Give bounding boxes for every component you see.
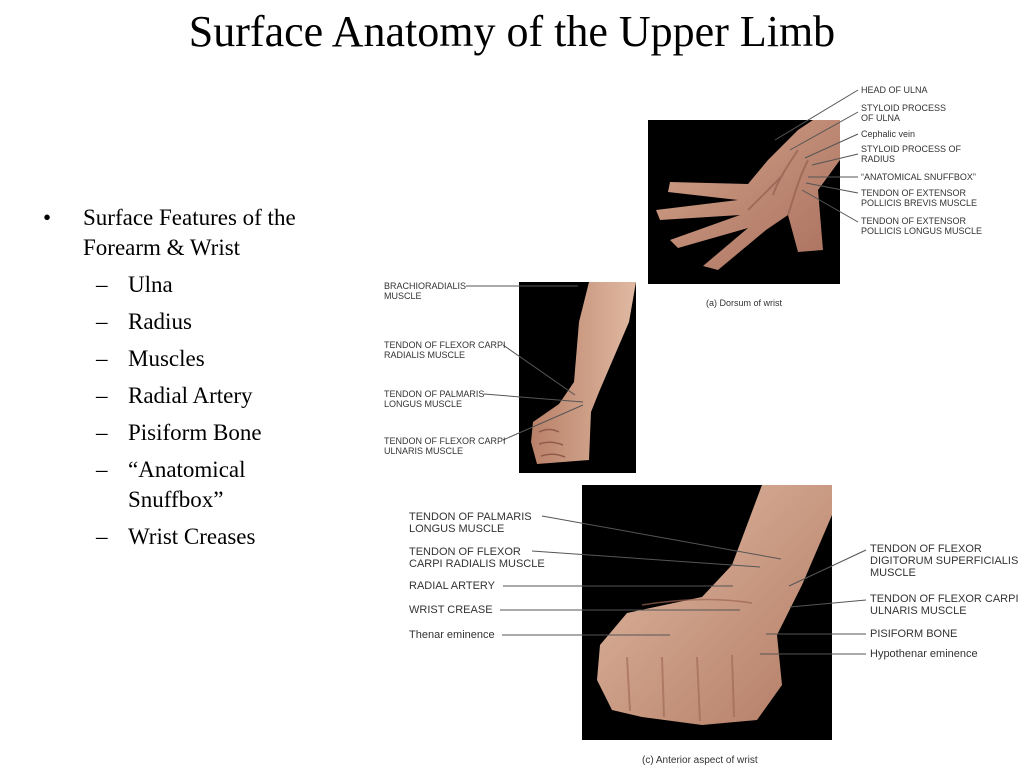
anterior-wrist-photo [582,485,832,740]
bullet-list: Surface Features of the Forearm & Wrist … [40,203,340,552]
bullet-sub-text: “Anatomical Snuffbox” [128,457,246,512]
label-styloid-process-radius: STYLOID PROCESS OF RADIUS [861,144,962,164]
label-thenar-eminence: Thenar eminence [409,629,495,641]
bullet-sub: –Radius [96,309,192,334]
label-pisiform-bone: PISIFORM BONE [870,628,958,640]
bullet-sub-text: Pisiform Bone [128,420,262,445]
bullet-sub-text: Wrist Creases [128,524,256,549]
dorsum-hand-illustration [656,120,840,270]
caption-dorsum: (a) Dorsum of wrist [706,298,783,308]
dorsum-wrist-photo [648,120,840,284]
bullet-sub-text: Radius [128,309,192,334]
bullet-main: Surface Features of the Forearm & Wrist [40,203,340,263]
bullet-sub: –Radial Artery [96,383,253,408]
bullet-sub-text: Ulna [128,272,173,297]
label-cephalic-vein: Cephalic vein [861,129,916,139]
label-palmaris-longus: TENDON OF PALMARIS LONGUS MUSCLE [384,389,485,409]
label-styloid-process-ulna: STYLOID PROCESS OF ULNA [861,103,947,123]
bullet-sub: –Ulna [96,272,173,297]
label-flexor-carpi-radialis: TENDON OF FLEXOR CARPI RADIALIS MUSCLE [384,340,506,360]
label-flexor-digitorum-superficialis: TENDON OF FLEXOR DIGITORUM SUPERFICIALIS… [870,543,1019,579]
label-flexor-carpi-ulnaris-c: TENDON OF FLEXOR CARPI ULNARIS MUSCLE [870,593,1019,617]
bullet-sub: –Muscles [96,346,205,371]
label-head-of-ulna: HEAD OF ULNA [861,85,928,95]
label-extensor-pollicis-longus: TENDON OF EXTENSOR POLLICIS LONGUS MUSCL… [861,216,983,236]
label-wrist-crease: WRIST CREASE [409,604,493,616]
label-flexor-carpi-radialis-c: TENDON OF FLEXOR CARPI RADIALIS MUSCLE [409,546,545,570]
bullet-sub: –Pisiform Bone [96,420,262,445]
anterior-wrist-illustration [597,485,832,725]
bullet-sub-text: Radial Artery [128,383,253,408]
bullet-sub: –Wrist Creases [96,524,256,549]
bullet-sub-text: Muscles [128,346,205,371]
forearm-photo [519,282,636,473]
label-radial-artery: RADIAL ARTERY [409,580,495,592]
label-extensor-pollicis-brevis: TENDON OF EXTENSOR POLLICIS BREVIS MUSCL… [861,188,978,208]
label-flexor-carpi-ulnaris: TENDON OF FLEXOR CARPI ULNARIS MUSCLE [384,436,506,456]
bullet-sub: –“Anatomical Snuffbox” [96,457,246,512]
slide-title: Surface Anatomy of the Upper Limb [188,7,836,56]
label-palmaris-longus-c: TENDON OF PALMARIS LONGUS MUSCLE [409,511,532,535]
label-hypothenar-eminence: Hypothenar eminence [870,648,978,660]
forearm-illustration [531,282,636,464]
caption-anterior: (c) Anterior aspect of wrist [642,755,758,766]
label-brachioradialis: BRACHIORADIALIS MUSCLE [384,281,467,301]
label-anatomical-snuffbox: “ANATOMICAL SNUFFBOX” [861,172,976,182]
